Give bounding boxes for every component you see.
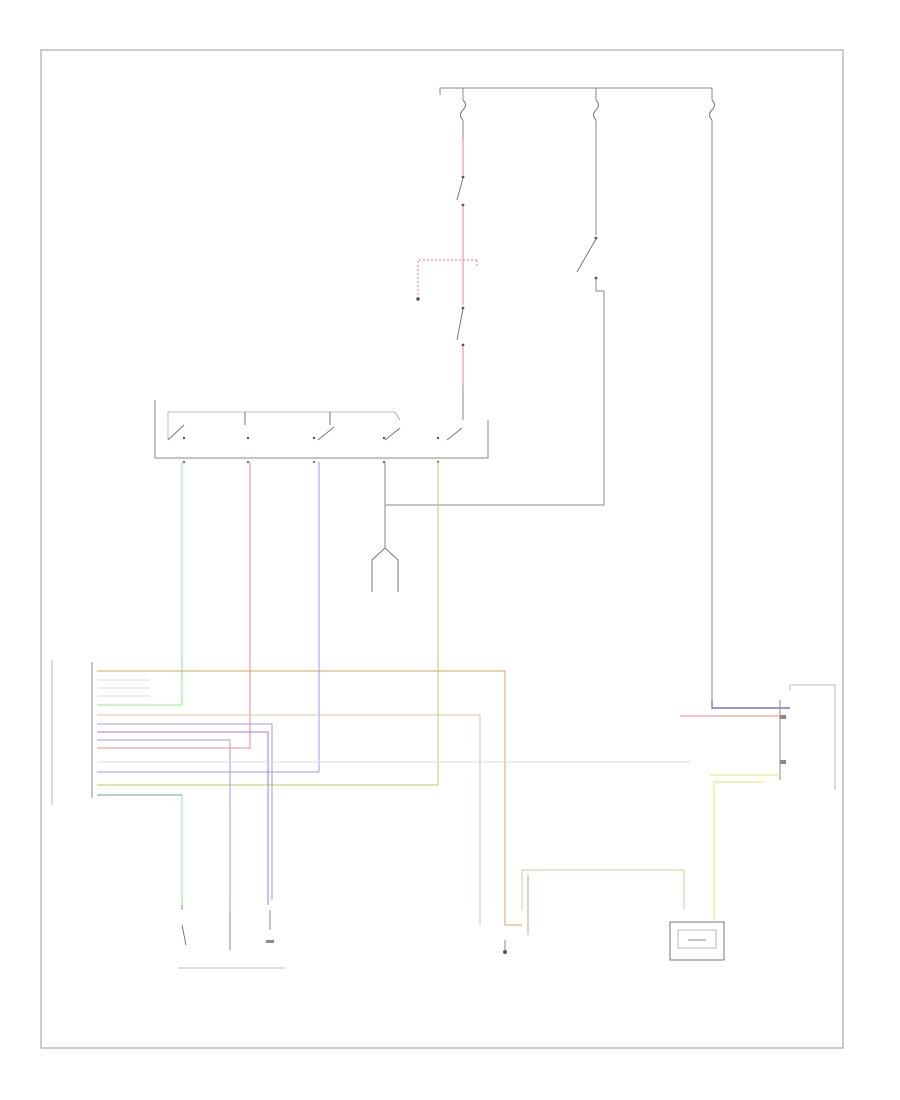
brake-pedal-switch bbox=[456, 306, 465, 347]
power-feed-3 bbox=[709, 88, 715, 121]
cruise-control-module bbox=[51, 660, 93, 805]
diagram-frame bbox=[40, 49, 844, 1049]
power-feed-1 bbox=[439, 87, 476, 121]
instrument-cluster bbox=[680, 684, 836, 790]
wire-teal-row bbox=[97, 794, 183, 910]
brake-light-switch bbox=[456, 175, 465, 207]
wire-olive-a bbox=[97, 462, 439, 786]
wire-navy bbox=[711, 700, 790, 709]
clutch-return-wire bbox=[385, 279, 605, 506]
clutch-switch bbox=[576, 236, 598, 280]
wire-tan-row bbox=[97, 714, 481, 910]
wire-purple-row bbox=[97, 731, 269, 905]
cruise-control-switch-assembly bbox=[154, 400, 489, 459]
wire-blue-row-b bbox=[97, 739, 231, 910]
transmission-range-switch bbox=[371, 547, 399, 592]
wire-yellow bbox=[713, 781, 765, 922]
wire-orange-row1 bbox=[97, 670, 506, 910]
feed-1-busbar bbox=[439, 87, 476, 95]
wire-red-dashed-branch bbox=[417, 259, 477, 298]
fuse-2-icon bbox=[593, 99, 599, 121]
cruise-main-switch bbox=[178, 910, 285, 969]
speedometer-sensor bbox=[669, 921, 725, 961]
branch-splice bbox=[416, 297, 420, 301]
wire-green-a bbox=[97, 462, 183, 706]
power-feed-2 bbox=[476, 87, 712, 121]
wire-red-a bbox=[97, 462, 251, 749]
wire-tan-cross bbox=[521, 869, 685, 910]
fuse-3-icon bbox=[709, 99, 715, 121]
wire-blue-a bbox=[97, 462, 320, 773]
data-link-connector-terminal bbox=[503, 950, 507, 954]
fuse-1-icon bbox=[460, 99, 466, 121]
wire-blue-row bbox=[97, 723, 273, 900]
